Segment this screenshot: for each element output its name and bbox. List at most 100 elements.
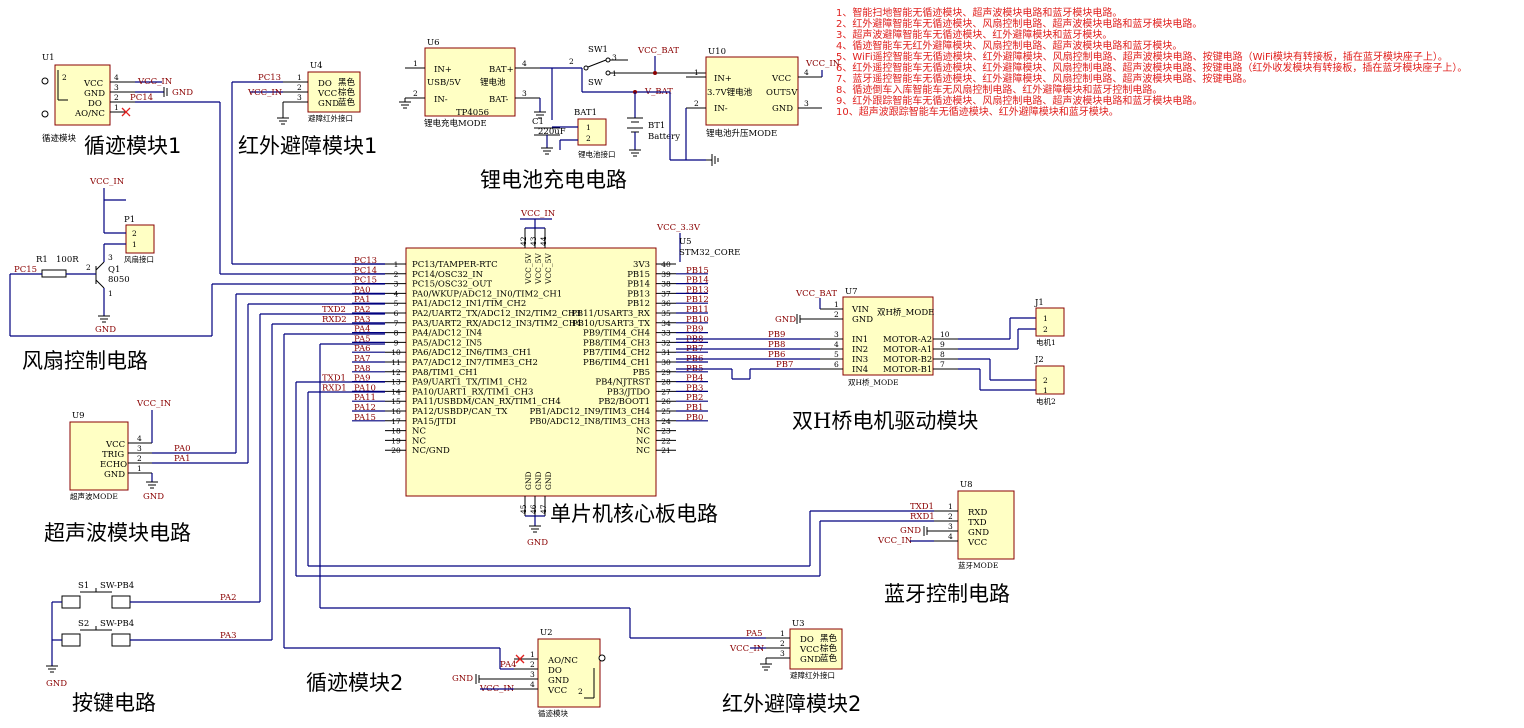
mcu-pin-label: NC/GND	[412, 446, 450, 456]
mcu-pin-number: 4	[394, 289, 399, 298]
note-line: 2、红外避障智能车无循迹模块、风扇控制电路、超声波模块电路和蓝牙模块电路。	[836, 17, 1202, 30]
svg-text:VCC: VCC	[317, 89, 337, 99]
mcu-net-label: PB11	[686, 305, 709, 315]
svg-text:IN4: IN4	[852, 365, 868, 375]
mcu-net-label: PB12	[686, 295, 709, 305]
svg-text:1: 1	[1043, 386, 1048, 395]
svg-text:OUT5V: OUT5V	[766, 88, 798, 98]
svg-text:IN2: IN2	[852, 345, 868, 355]
svg-text:3: 3	[522, 89, 527, 98]
mcu-pin-number: 13	[391, 378, 401, 387]
mcu-pin-number: 14	[391, 387, 401, 396]
svg-text:SW: SW	[588, 78, 603, 88]
u2-track-module: U2 AO/NC DO GND VCC 2 循迹模块 1 2 3 4 PA4 G…	[283, 333, 606, 718]
svg-text:双H桥_MODE: 双H桥_MODE	[848, 377, 899, 387]
u1-mount-hole	[41, 77, 49, 85]
misc-wiring	[219, 82, 751, 380]
svg-text:3: 3	[804, 99, 809, 108]
mcu-pin-label: PA4/ADC12_IN4	[412, 329, 482, 339]
svg-text:GND: GND	[84, 89, 105, 99]
u1-ref: U1	[42, 53, 55, 63]
sw1-switch: SW1 3 2 1 SW VCC_BAT	[569, 45, 706, 88]
svg-text:避障红外接口: 避障红外接口	[790, 670, 835, 680]
mcu-net-label: PA0	[354, 285, 371, 295]
mcu-pin-number: 33	[661, 329, 671, 338]
mcu-net-label: PB9	[686, 325, 703, 335]
mcu-pin-number: 29	[661, 368, 671, 377]
svg-text:3.7V锂电池: 3.7V锂电池	[707, 87, 753, 98]
mcu-pin-label: PA15/JTDI	[412, 417, 456, 427]
mcu-pin-label: NC	[412, 436, 426, 446]
svg-text:46: 46	[529, 504, 538, 514]
svg-text:GND: GND	[527, 538, 548, 548]
svg-text:3: 3	[137, 444, 142, 453]
svg-text:VCC_BAT: VCC_BAT	[637, 46, 679, 56]
svg-text:GND: GND	[800, 655, 821, 665]
svg-text:Battery: Battery	[648, 132, 680, 142]
svg-text:RXD1: RXD1	[910, 512, 935, 522]
svg-text:J1: J1	[1034, 298, 1044, 308]
section-title-charge: 锂电池充电电路	[480, 168, 627, 192]
svg-text:PC13: PC13	[258, 73, 281, 83]
svg-text:BAT1: BAT1	[574, 108, 597, 118]
svg-text:47: 47	[539, 504, 548, 514]
svg-text:3: 3	[108, 253, 113, 262]
svg-text:8050: 8050	[108, 275, 130, 285]
svg-text:PC14: PC14	[130, 93, 153, 103]
svg-text:P1: P1	[124, 215, 135, 225]
svg-text:PB7: PB7	[776, 360, 793, 370]
svg-text:4: 4	[114, 73, 119, 82]
svg-text:VCC_IN: VCC_IN	[729, 644, 765, 654]
svg-text:VCC_5V: VCC_5V	[534, 253, 543, 285]
svg-text:VCC_IN: VCC_IN	[520, 209, 556, 219]
svg-text:PC15: PC15	[14, 265, 37, 275]
mcu-pin-label: PB9/TIM4_CH4	[583, 329, 650, 339]
mcu-pin-label: PB10/USART3_TX	[572, 319, 651, 329]
u6-charger: U6 IN+ USB/5V IN- BAT+ 锂电池 BAT- TP4056 锂…	[399, 38, 582, 129]
svg-text:PA1: PA1	[174, 454, 191, 464]
j2-motor-connector: J2 2 1 电机2	[1034, 355, 1065, 406]
svg-text:TRIG: TRIG	[102, 450, 124, 460]
mcu-pin-number: 8	[394, 329, 399, 338]
svg-text:STM32_CORE: STM32_CORE	[679, 248, 740, 258]
svg-text:超声波MODE: 超声波MODE	[70, 491, 118, 501]
bt1-battery: V_BAT BT1 Battery	[581, 68, 680, 157]
mcu-pin-number: 12	[391, 368, 401, 377]
mcu-pin-label: NC	[636, 427, 650, 437]
svg-text:1: 1	[780, 629, 785, 638]
svg-text:TXD: TXD	[968, 518, 987, 528]
svg-text:2: 2	[569, 57, 574, 66]
svg-text:1: 1	[530, 650, 535, 659]
svg-text:3: 3	[948, 522, 953, 531]
svg-text:ECHO: ECHO	[100, 460, 127, 470]
svg-text:3: 3	[530, 670, 535, 679]
svg-text:MOTOR-A2: MOTOR-A2	[883, 335, 932, 345]
mcu-pin-label: PA0/WKUP/ADC12_IN0/TIM2_CH1	[412, 289, 562, 299]
c1-capacitor: C1 220uF	[532, 117, 566, 155]
section-title-ultrasonic: 超声波模块电路	[44, 521, 191, 545]
mcu-pin-label: PB8/TIM4_CH3	[583, 338, 650, 348]
svg-text:2: 2	[694, 99, 699, 108]
mcu-pin-label: PA1/ADC12_IN1/TIM_CH2	[412, 299, 526, 309]
section-title-fan: 风扇控制电路	[22, 349, 148, 373]
svg-text:PB8: PB8	[768, 340, 785, 350]
svg-text:PB9: PB9	[768, 330, 785, 340]
mcu-pin-number: 35	[661, 309, 671, 318]
mcu-pin-number: 38	[661, 280, 671, 289]
svg-text:PB6: PB6	[768, 350, 785, 360]
svg-text:VCC_BAT: VCC_BAT	[795, 289, 837, 299]
svg-text:黑色: 黑色	[820, 633, 838, 644]
svg-text:3: 3	[834, 330, 839, 339]
u1-track-module: U1 2 VCC GND DO AO/NC 4 3 2 1 循迹模块 VCC_I…	[41, 53, 220, 144]
svg-text:6: 6	[834, 360, 839, 369]
svg-text:2: 2	[530, 660, 535, 669]
svg-text:Q1: Q1	[108, 265, 120, 275]
mcu-pin-label: PB14	[627, 280, 650, 290]
mcu-pin-number: 40	[661, 260, 671, 269]
svg-text:9: 9	[940, 340, 945, 349]
svg-text:1: 1	[114, 103, 119, 112]
mcu-net-label: PA1	[354, 295, 371, 305]
svg-text:BT1: BT1	[648, 121, 665, 131]
